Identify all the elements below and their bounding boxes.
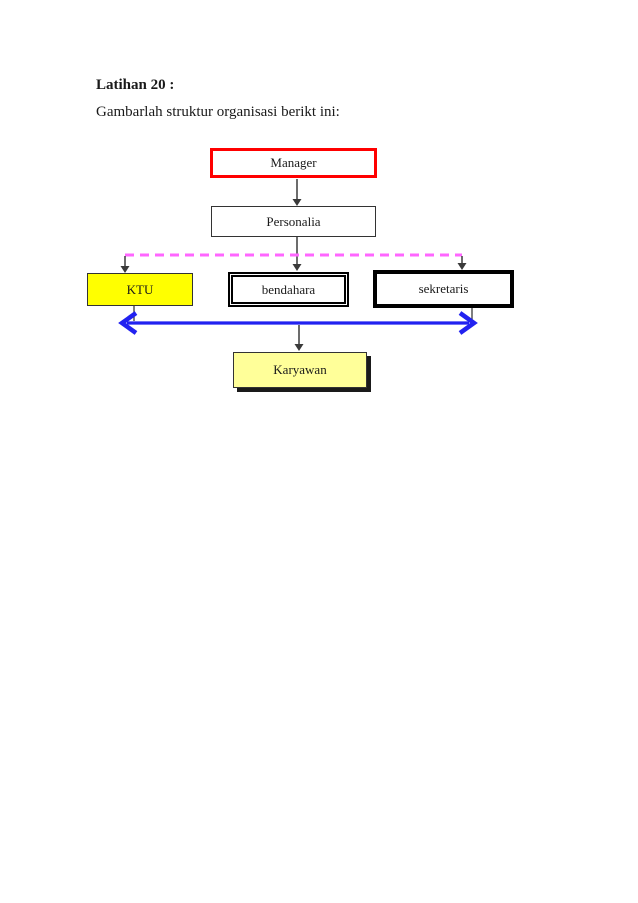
- arrow-to-karyawan: [294, 325, 304, 351]
- org-node-karyawan: Karyawan: [233, 352, 367, 388]
- arrow-personalia-to-bendahara: [292, 237, 302, 271]
- org-node-sekretaris-label: sekretaris: [418, 281, 469, 296]
- arrowhead-left: [118, 311, 138, 335]
- org-node-manager-label: Manager: [270, 155, 317, 170]
- org-node-personalia-label: Personalia: [266, 213, 321, 229]
- org-node-ktu: KTU: [87, 273, 193, 306]
- org-node-sekretaris: sekretaris: [373, 270, 514, 308]
- arrow-branch-to-ktu: [120, 256, 130, 273]
- arrow-manager-to-personalia: [292, 179, 302, 206]
- double-headed-arrow: [118, 311, 478, 335]
- org-node-bendahara-label: bendahara: [261, 281, 316, 297]
- org-node-manager: Manager: [210, 148, 377, 178]
- org-node-ktu-label: KTU: [126, 281, 154, 297]
- org-node-karyawan-label: Karyawan: [273, 362, 327, 377]
- arrowhead-right: [458, 311, 478, 335]
- arrow-branch-to-sekretaris: [457, 256, 467, 270]
- exercise-heading: Latihan 20 :: [96, 77, 175, 93]
- exercise-instruction: Gambarlah struktur organisasi berikt ini…: [96, 104, 340, 120]
- org-node-personalia: Personalia: [211, 206, 376, 237]
- org-node-bendahara: bendahara: [228, 272, 349, 307]
